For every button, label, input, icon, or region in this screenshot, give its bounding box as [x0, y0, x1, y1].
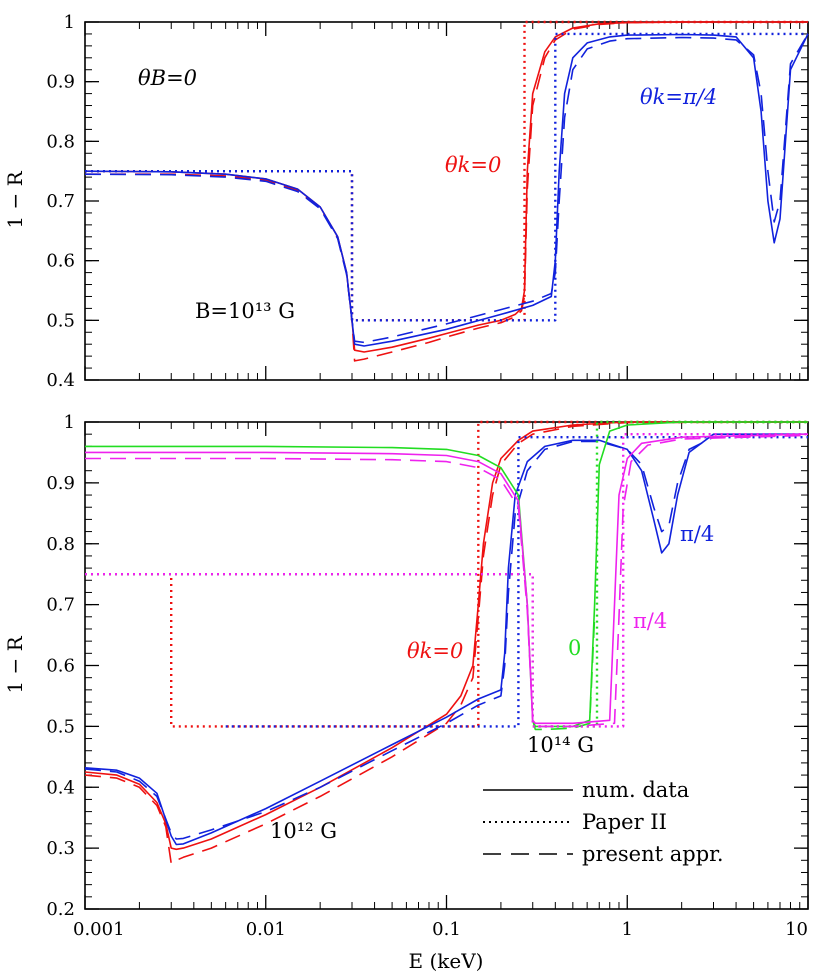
- ytick-label: 0.9: [46, 473, 75, 494]
- series-line-dotted: [85, 420, 808, 728]
- bottom-xticks: 0.001 0.01 0.1 1 10: [73, 422, 809, 940]
- ytick-label: 0.8: [46, 534, 75, 555]
- annotation-zero-green: 0: [568, 636, 581, 660]
- ytick-label: 0.4: [46, 777, 75, 798]
- ytick-label: 0.6: [46, 251, 75, 272]
- x-axis-title: E (keV): [409, 949, 484, 973]
- series-line-dashed: [531, 616, 596, 731]
- legend-label-num-data: num. data: [582, 778, 689, 802]
- ytick-label: 1: [64, 412, 75, 433]
- ytick-label: 0.6: [46, 656, 75, 677]
- annotation-1e12-g: 10¹² G: [270, 819, 337, 843]
- annotation-theta-k-0-bottom: θk=0: [407, 639, 463, 663]
- annotation-theta-k-0: θk=0: [445, 153, 501, 177]
- legend-label-paper-ii: Paper II: [582, 810, 667, 834]
- top-panel: 0.40.50.60.70.80.91 1 − R θB=0 B=10¹³ G …: [3, 12, 809, 391]
- series-line-dashed: [84, 433, 809, 840]
- top-yticks: 0.4 0.5 0.6 0.7 0.8 0.9 1: [46, 12, 808, 391]
- series-line-dashed: [84, 421, 809, 865]
- ytick-label: 0.3: [46, 838, 75, 859]
- annotation-theta-k-pi4: θk=π/4: [640, 85, 717, 109]
- series-line-dotted: [85, 32, 808, 322]
- annotation-b-field: B=10¹³ G: [195, 299, 295, 323]
- ytick-label: 0.5: [46, 310, 75, 331]
- legend: num. data Paper II present appr.: [483, 778, 724, 866]
- ytick-label: 1: [64, 12, 75, 33]
- bottom-plot-frame: [84, 421, 809, 910]
- xtick-label: 10: [785, 919, 808, 940]
- xtick-label: 0.001: [73, 919, 125, 940]
- top-series: [84, 20, 809, 362]
- series-line-dashed: [85, 434, 809, 728]
- series-line-solid: [84, 421, 808, 851]
- series-line-solid: [85, 433, 809, 725]
- series-line-dotted: [225, 436, 808, 728]
- bottom-y-axis-title: 1 − R: [3, 635, 27, 693]
- annotation-theta-b: θB=0: [138, 66, 197, 90]
- ytick-label: 0.7: [46, 595, 75, 616]
- legend-label-present-appr: present appr.: [582, 842, 724, 866]
- ytick-label: 0.7: [46, 191, 75, 212]
- annotation-pi4-magenta: π/4: [633, 609, 667, 633]
- bottom-series: [84, 420, 809, 865]
- xtick-label: 1: [622, 919, 633, 940]
- ytick-label: 0.2: [46, 899, 75, 920]
- series-line-solid: [84, 433, 808, 846]
- ytick-label: 0.9: [46, 72, 75, 93]
- ytick-label: 0.5: [46, 716, 75, 737]
- series-line-dotted: [85, 433, 808, 728]
- xtick-label: 0.1: [432, 919, 461, 940]
- annotation-1e14-g: 10¹⁴ G: [527, 733, 594, 757]
- xtick-label: 0.01: [246, 919, 286, 940]
- top-y-axis-title: 1 − R: [3, 170, 27, 228]
- bottom-panel: 0.2 0.3 0.4 0.5 0.6 0.7 0.8 0.9 1 0.001 0.01 0.1 1 1…: [3, 412, 809, 973]
- annotation-pi4-blue: π/4: [680, 522, 714, 546]
- ytick-label: 0.8: [46, 131, 75, 152]
- series-line-solid: [85, 421, 808, 728]
- ytick-label: 0.4: [46, 370, 75, 391]
